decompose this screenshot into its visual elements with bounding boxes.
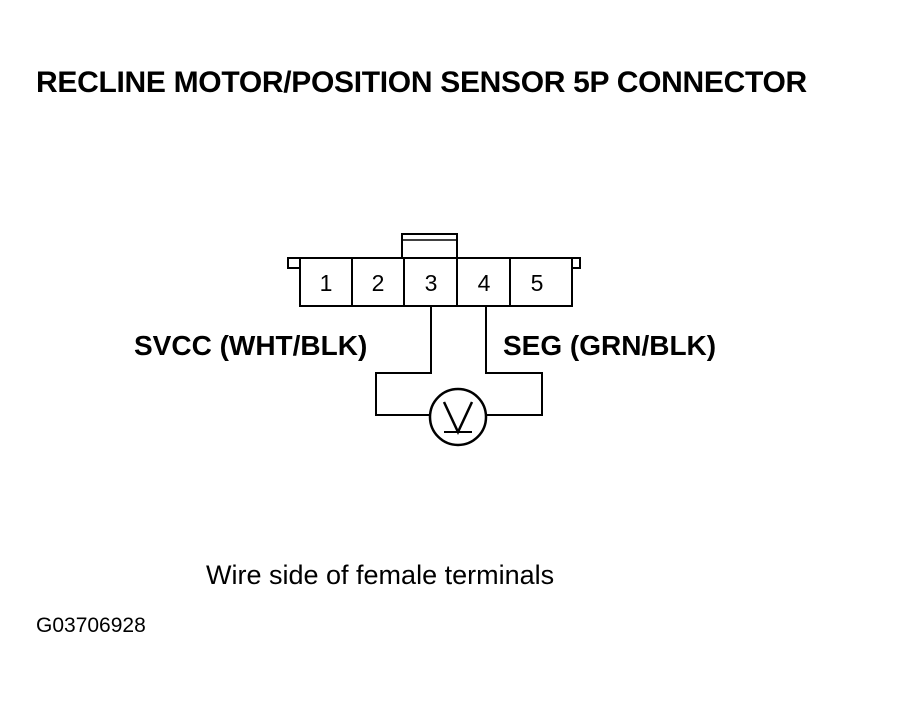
connector-cavities [299, 258, 573, 306]
diagram-caption: Wire side of female terminals [206, 560, 555, 590]
pin-number-2: 2 [372, 270, 385, 296]
pin-number-5: 5 [531, 270, 544, 296]
connector-lock-tab [401, 233, 458, 259]
seg-wire-label: SEG (GRN/BLK) [503, 330, 717, 361]
pin-number-3: 3 [425, 270, 438, 296]
diagram-title: RECLINE MOTOR/POSITION SENSOR 5P CONNECT… [36, 66, 807, 99]
wire-svcc [375, 306, 432, 416]
pin-number-4: 4 [478, 270, 491, 296]
svcc-wire-label: SVCC (WHT/BLK) [134, 330, 368, 361]
wire-seg [485, 306, 543, 416]
figure-id: G03706928 [36, 614, 146, 637]
voltmeter-icon [428, 387, 488, 447]
pin-number-1: 1 [320, 270, 333, 296]
